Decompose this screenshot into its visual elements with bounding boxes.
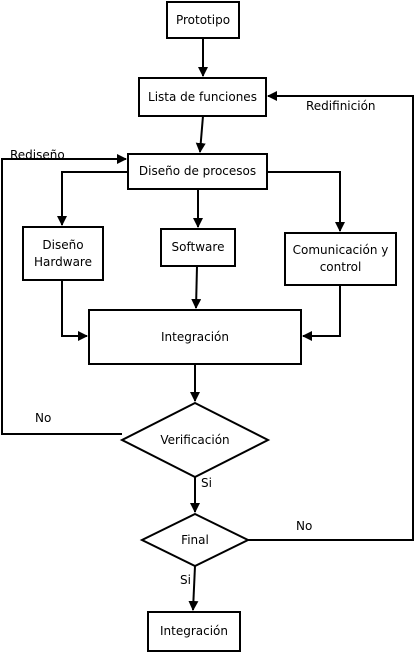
comunicacion-control-label: Comunicación y control bbox=[292, 243, 389, 274]
edge-comunicacion-integracion bbox=[302, 285, 341, 341]
verificacion-label: Verificación bbox=[160, 432, 230, 447]
no-final-label: No bbox=[296, 519, 313, 533]
comunicacion-control-box bbox=[284, 232, 397, 286]
software-box bbox=[160, 228, 236, 267]
edge-final-integracion bbox=[188, 565, 199, 611]
no-verificacion-label: No bbox=[35, 411, 52, 425]
integracion-final-label: Integración bbox=[159, 624, 228, 638]
prototipo-label: Prototipo bbox=[175, 12, 231, 27]
si-final-label: Si bbox=[180, 573, 191, 587]
edge-final-redifinicion bbox=[248, 91, 414, 541]
rediseno-label: Rediseño bbox=[10, 148, 65, 162]
edge-software-integracion bbox=[191, 265, 202, 309]
diseno-procesos-label: Diseño de procesos bbox=[138, 164, 257, 178]
si-verificacion-label: Si bbox=[201, 476, 212, 490]
diseno-hardware-box bbox=[22, 226, 104, 281]
edge-verificacion-rediseno bbox=[1, 154, 127, 435]
edge-diseno-hardware bbox=[57, 171, 128, 226]
diseno-hardware-label: Diseño Hardware bbox=[34, 237, 92, 269]
redifinicion-label: Redifinición bbox=[306, 99, 376, 113]
edge-hardware-integracion bbox=[61, 280, 88, 341]
edge-lista-diseno bbox=[195, 115, 206, 153]
edge-diseno-comunicacion bbox=[267, 171, 345, 232]
final-label: Final bbox=[181, 532, 209, 547]
integracion-label: Integración bbox=[160, 329, 229, 344]
software-label: Software bbox=[171, 240, 225, 254]
lista-funciones-label: Lista de funciones bbox=[148, 89, 257, 104]
integracion-final-box bbox=[147, 611, 241, 652]
